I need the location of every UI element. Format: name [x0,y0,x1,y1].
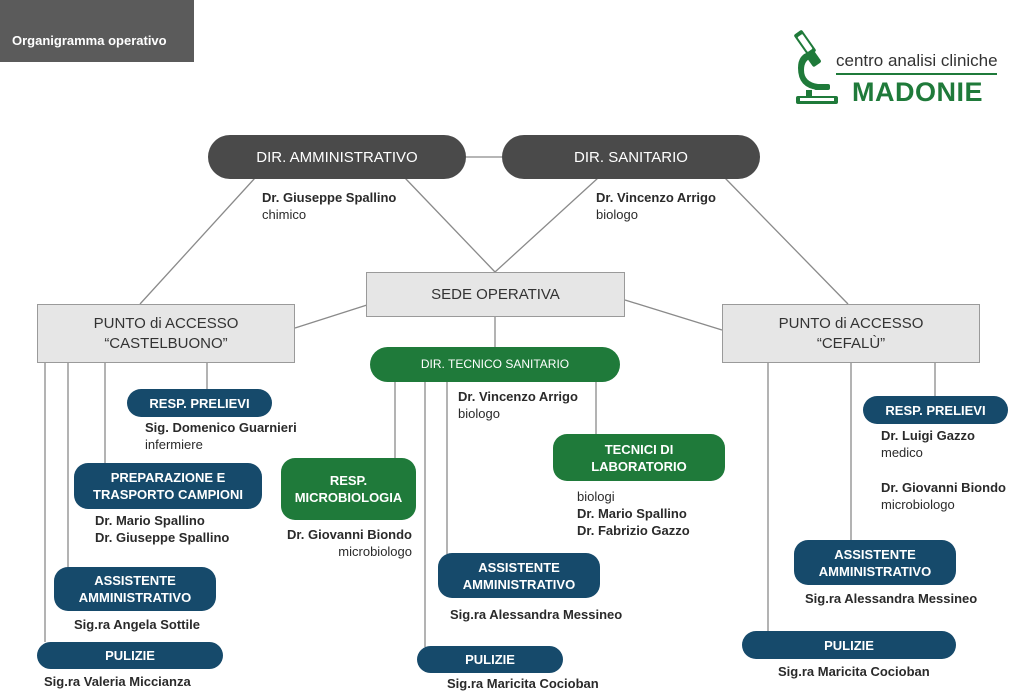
centro-assistente-line2: AMMINISTRATIVO [462,576,576,592]
dir-tecnico-sanitario-box: DIR. TECNICO SANITARIO [370,347,620,382]
microbiologia-person: Dr. Giovanni Biondo [287,527,412,542]
dir-amministrativo-person: Dr. Giuseppe Spallino [262,190,397,205]
cefalu-assistente-box: ASSISTENTE AMMINISTRATIVO [794,540,956,585]
page-title: Organigramma operativo [0,0,194,62]
dir-sanitario-label: DIR. SANITARIO [574,148,688,166]
tecnici-role: biologi [577,489,615,504]
logo-subtitle: centro analisi cliniche [836,51,998,70]
cefalu-resp-role2: microbiologo [881,497,955,512]
tecnici-person1: Dr. Mario Spallino [577,506,687,521]
dir-tecnico-person: Dr. Vincenzo Arrigo [458,389,578,404]
dir-tecnico-label: DIR. TECNICO SANITARIO [420,357,570,371]
castelbuono-pulizie-person: Sig.ra Valeria Miccianza [44,674,191,689]
cefalu-pulizie-box: PULIZIE [742,631,956,659]
logo-rule [836,73,997,75]
castelbuono-assistente-line2: AMMINISTRATIVO [78,590,192,605]
tecnici-line1: TECNICI DI [604,441,674,457]
castelbuono-resp-prelievi-box: RESP. PRELIEVI [127,389,272,417]
preparazione-person2: Dr. Giuseppe Spallino [95,530,230,545]
castelbuono-resp-prelievi-label: RESP. PRELIEVI [149,395,250,411]
preparazione-line1: PREPARAZIONE E [110,470,226,485]
microbiologia-box: RESP. MICROBIOLOGIA [281,458,416,520]
castelbuono-assistente-person: Sig.ra Angela Sottile [74,617,200,632]
cefalu-assistente-person: Sig.ra Alessandra Messineo [805,591,978,606]
castelbuono-resp-prelievi-role: infermiere [145,437,203,452]
tecnici-laboratorio-box: TECNICI DI LABORATORIO [553,434,725,481]
punto-accesso-castelbuono-box: PUNTO di ACCESSO “CASTELBUONO” [37,304,295,363]
cefalu-pulizie-label: PULIZIE [824,637,874,653]
cefalu-assistente-line2: AMMINISTRATIVO [818,563,932,579]
logo-name: MADONIE [852,77,983,107]
castelbuono-resp-prelievi-person: Sig. Domenico Guarnieri [145,420,297,435]
cefalu-pulizie-person: Sig.ra Maricita Cocioban [778,664,930,679]
castelbuono-pulizie-box: PULIZIE [37,642,223,669]
cefalu-resp-role1: medico [881,445,923,460]
cefalu-resp-person2: Dr. Giovanni Biondo [881,480,1006,495]
centro-pulizie-label: PULIZIE [465,652,515,667]
centro-pulizie-person: Sig.ra Maricita Cocioban [447,676,599,691]
cefalu-resp-prelievi-box: RESP. PRELIEVI [863,396,1008,424]
centro-assistente-person: Sig.ra Alessandra Messineo [450,607,623,622]
sede-operativa-label: SEDE OPERATIVA [431,285,560,303]
punto-accesso-cefalu-box: PUNTO di ACCESSO “CEFALÙ” [722,304,980,363]
castelbuono-assistente-line1: ASSISTENTE [94,573,176,588]
sede-operativa-box: SEDE OPERATIVA [366,272,625,317]
dir-sanitario-role: biologo [596,207,638,222]
cefalu-resp-prelievi-label: RESP. PRELIEVI [885,402,986,418]
centro-assistente-line1: ASSISTENTE [478,559,560,575]
dir-sanitario-person: Dr. Vincenzo Arrigo [596,190,716,205]
dir-sanitario-box: DIR. SANITARIO [502,135,760,179]
microbiologia-line2: MICROBIOLOGIA [294,490,403,505]
dir-amministrativo-label: DIR. AMMINISTRATIVO [256,148,418,166]
centro-assistente-box: ASSISTENTE AMMINISTRATIVO [438,553,600,598]
castelbuono-pulizie-label: PULIZIE [105,648,155,663]
microbiologia-line1: RESP. [329,473,368,488]
tecnici-person2: Dr. Fabrizio Gazzo [577,523,690,538]
castelbuono-line1: PUNTO di ACCESSO [93,314,239,332]
tecnici-line2: LABORATORIO [591,458,687,474]
preparazione-person1: Dr. Mario Spallino [95,513,205,528]
cefalu-assistente-line1: ASSISTENTE [834,546,916,562]
microscope-icon [794,30,838,104]
castelbuono-line2: “CASTELBUONO” [104,334,228,352]
centro-pulizie-box: PULIZIE [417,646,563,673]
cefalu-line2: “CEFALÙ” [816,334,886,352]
dir-amministrativo-role: chimico [262,207,307,222]
castelbuono-assistente-box: ASSISTENTE AMMINISTRATIVO [54,567,216,611]
dir-amministrativo-box: DIR. AMMINISTRATIVO [208,135,466,179]
dir-tecnico-role: biologo [458,406,500,421]
cefalu-resp-person1: Dr. Luigi Gazzo [881,428,975,443]
cefalu-line1: PUNTO di ACCESSO [778,314,924,332]
preparazione-line2: TRASPORTO CAMPIONI [93,487,243,502]
preparazione-box: PREPARAZIONE E TRASPORTO CAMPIONI [74,463,262,509]
microbiologia-role: microbiologo [338,544,412,559]
